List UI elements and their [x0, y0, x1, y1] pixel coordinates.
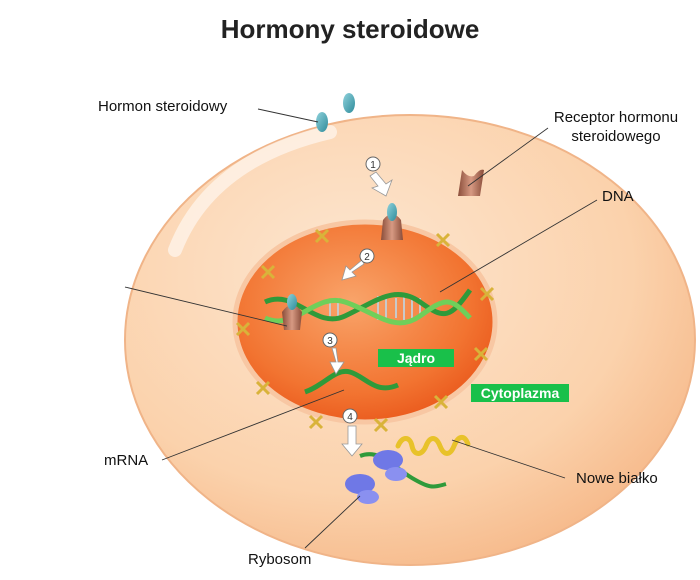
step-badge-1: 1: [365, 156, 381, 172]
label-receptor-line1: Receptor hormonu: [553, 109, 679, 126]
step-number-3: 3: [327, 336, 333, 347]
receptor-bound: [381, 214, 403, 240]
label-mrna: mRNA: [104, 452, 149, 469]
label-cytoplasm: Cytoplazma: [471, 384, 569, 402]
step-badge-3: 3: [322, 332, 338, 348]
hormone-on-dna: [287, 294, 297, 310]
ribosomes: [345, 450, 407, 504]
diagram-title: Hormony steroidowe: [220, 14, 480, 44]
label-ribosome: Rybosom: [248, 551, 312, 568]
hormone-entering: [316, 112, 328, 132]
step-badge-2: 2: [359, 248, 375, 264]
pointer-lines: [124, 108, 598, 549]
label-new-protein: Nowe białko: [576, 470, 658, 487]
label-hormone: Hormon steroidowy: [98, 98, 228, 115]
label-dna: DNA: [602, 188, 634, 205]
step-number-1: 1: [370, 160, 376, 171]
step-arrows: [329, 171, 393, 457]
hormone-bound: [387, 203, 397, 221]
hormone-outside: [343, 93, 355, 113]
label-nucleus: Jądro: [378, 349, 454, 367]
step-number-2: 2: [364, 252, 370, 263]
step-badge-4: 4: [342, 408, 358, 424]
receptor-free: [458, 169, 484, 196]
cell-highlight: [168, 125, 337, 257]
nucleus: [232, 219, 498, 425]
new-protein: [395, 435, 471, 456]
nuclear-pores: [235, 228, 495, 433]
label-receptor: Receptor hormonu steroidowego: [536, 108, 696, 146]
label-receptor-line2: steroidowego: [571, 128, 661, 145]
step-number-4: 4: [347, 412, 353, 423]
receptor-on-dna: [282, 305, 302, 330]
mrna-strand: [304, 368, 399, 395]
